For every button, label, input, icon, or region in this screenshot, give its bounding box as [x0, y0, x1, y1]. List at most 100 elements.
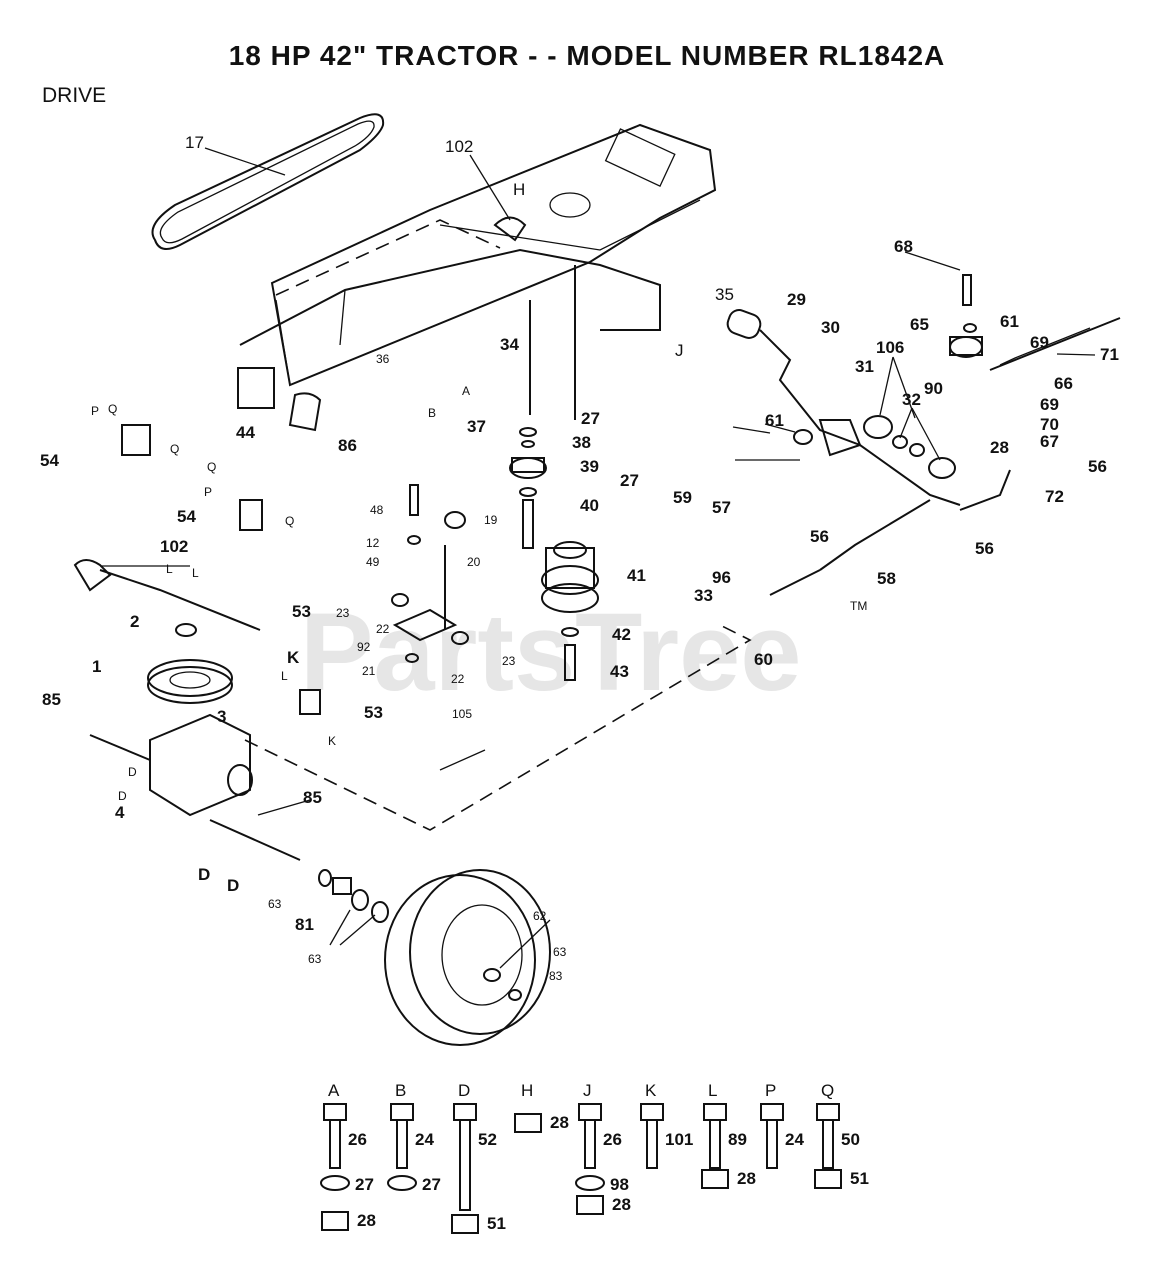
callout-72: 72: [1045, 487, 1064, 506]
callout-K1: K: [287, 648, 300, 667]
hardware-letter: J: [583, 1081, 592, 1100]
drive-belt: [151, 113, 385, 250]
hardware-set-B: B 24 27: [387, 1081, 441, 1194]
callout-68: 68: [894, 237, 913, 256]
bolt-part-number: 26: [603, 1130, 622, 1149]
callout-57: 57: [712, 498, 731, 517]
callout-31: 31: [855, 357, 874, 376]
center-bracket: [391, 484, 486, 771]
callout-66: 66: [1054, 374, 1073, 393]
callout-D1: D: [128, 765, 137, 779]
callout-D3: D: [198, 865, 210, 884]
washer-part-number: 27: [355, 1175, 374, 1194]
callout-23a: 23: [336, 606, 350, 620]
callout-40: 40: [580, 496, 599, 515]
callout-96: 96: [712, 568, 731, 587]
callout-92: 92: [357, 640, 371, 654]
callout-65: 65: [910, 315, 929, 334]
left-components: [73, 367, 322, 861]
callout-K2: K: [328, 734, 336, 748]
callout-70: 70: [1040, 415, 1059, 434]
leader-lines: [100, 154, 1096, 969]
callout-D4: D: [227, 876, 239, 895]
callout-B: B: [428, 406, 436, 420]
callout-19: 19: [484, 513, 498, 527]
callout-L3: L: [281, 669, 288, 683]
callout-37: 37: [467, 417, 486, 436]
callout-59: 59: [673, 488, 692, 507]
callout-60: 60: [754, 650, 773, 669]
callout-105: 105: [452, 707, 472, 721]
callout-83: 83: [549, 969, 563, 983]
callout-102b: 102: [160, 537, 188, 556]
page-title: 18 HP 42" TRACTOR - - MODEL NUMBER RL184…: [228, 40, 946, 71]
callout-34: 34: [500, 335, 519, 354]
callout-27a: 27: [581, 409, 600, 428]
callout-12: 12: [366, 536, 380, 550]
bolt-part-number: 101: [665, 1130, 693, 1149]
hardware-set-K: K 101: [640, 1081, 693, 1169]
callout-61b: 61: [765, 411, 784, 430]
rear-wheel: [318, 869, 551, 1046]
callout-56a: 56: [1088, 457, 1107, 476]
callout-33: 33: [694, 586, 713, 605]
callout-30: 30: [821, 318, 840, 337]
callout-42: 42: [612, 625, 631, 644]
callout-27b: 27: [620, 471, 639, 490]
callout-A: A: [462, 384, 470, 398]
hardware-letter: P: [765, 1081, 776, 1100]
callout-Q2: Q: [170, 442, 179, 456]
callout-106: 106: [876, 338, 904, 357]
washer-part-number: 98: [610, 1175, 629, 1194]
hardware-set-P: P24: [760, 1081, 804, 1169]
idler-pulley-stack: [509, 427, 599, 681]
callouts: 17 102 H 35 J 29 30 68 65 61 69 71 106 3…: [40, 133, 1119, 983]
callout-38: 38: [572, 433, 591, 452]
callout-D2: D: [118, 789, 127, 803]
callout-20: 20: [467, 555, 481, 569]
hardware-set-H: H28: [514, 1081, 569, 1133]
callout-L1: L: [166, 562, 173, 576]
nut-part-number: 51: [850, 1169, 869, 1188]
callout-3: 3: [217, 707, 226, 726]
callout-58: 58: [877, 569, 896, 588]
hardware-legend: A262728B2427D5251H28J269828K101L8928P24Q…: [320, 1081, 869, 1234]
callout-2: 2: [130, 612, 139, 631]
hardware-letter: K: [645, 1081, 657, 1100]
callout-81: 81: [295, 915, 314, 934]
callout-53a: 53: [292, 602, 311, 621]
callout-54a: 54: [40, 451, 59, 470]
callout-Q4: Q: [285, 514, 294, 528]
callout-29: 29: [787, 290, 806, 309]
callout-63a: 63: [268, 897, 282, 911]
bolt-part-number: 24: [415, 1130, 434, 1149]
callout-44: 44: [236, 423, 255, 442]
callout-43: 43: [610, 662, 629, 681]
callout-Q3: Q: [207, 460, 216, 474]
callout-86: 86: [338, 436, 357, 455]
callout-85b: 85: [303, 788, 322, 807]
callout-102: 102: [445, 137, 473, 156]
callout-32: 32: [902, 390, 921, 409]
callout-53b: 53: [364, 703, 383, 722]
callout-67: 67: [1040, 432, 1059, 451]
hardware-letter: L: [708, 1081, 717, 1100]
callout-90: 90: [924, 379, 943, 398]
callout-35: 35: [715, 285, 734, 304]
callout-63b: 63: [308, 952, 322, 966]
callout-21: 21: [362, 664, 376, 678]
nut-part-number: 28: [737, 1169, 756, 1188]
callout-17: 17: [185, 133, 204, 152]
callout-63c: 63: [553, 945, 567, 959]
washer-part-number: 27: [422, 1175, 441, 1194]
tractor-frame: [239, 123, 717, 387]
hardware-letter: B: [395, 1081, 406, 1100]
hardware-letter: Q: [821, 1081, 834, 1100]
hardware-letter: H: [521, 1081, 533, 1100]
callout-P2: P: [204, 485, 212, 499]
callout-P1: P: [91, 404, 99, 418]
callout-39: 39: [580, 457, 599, 476]
